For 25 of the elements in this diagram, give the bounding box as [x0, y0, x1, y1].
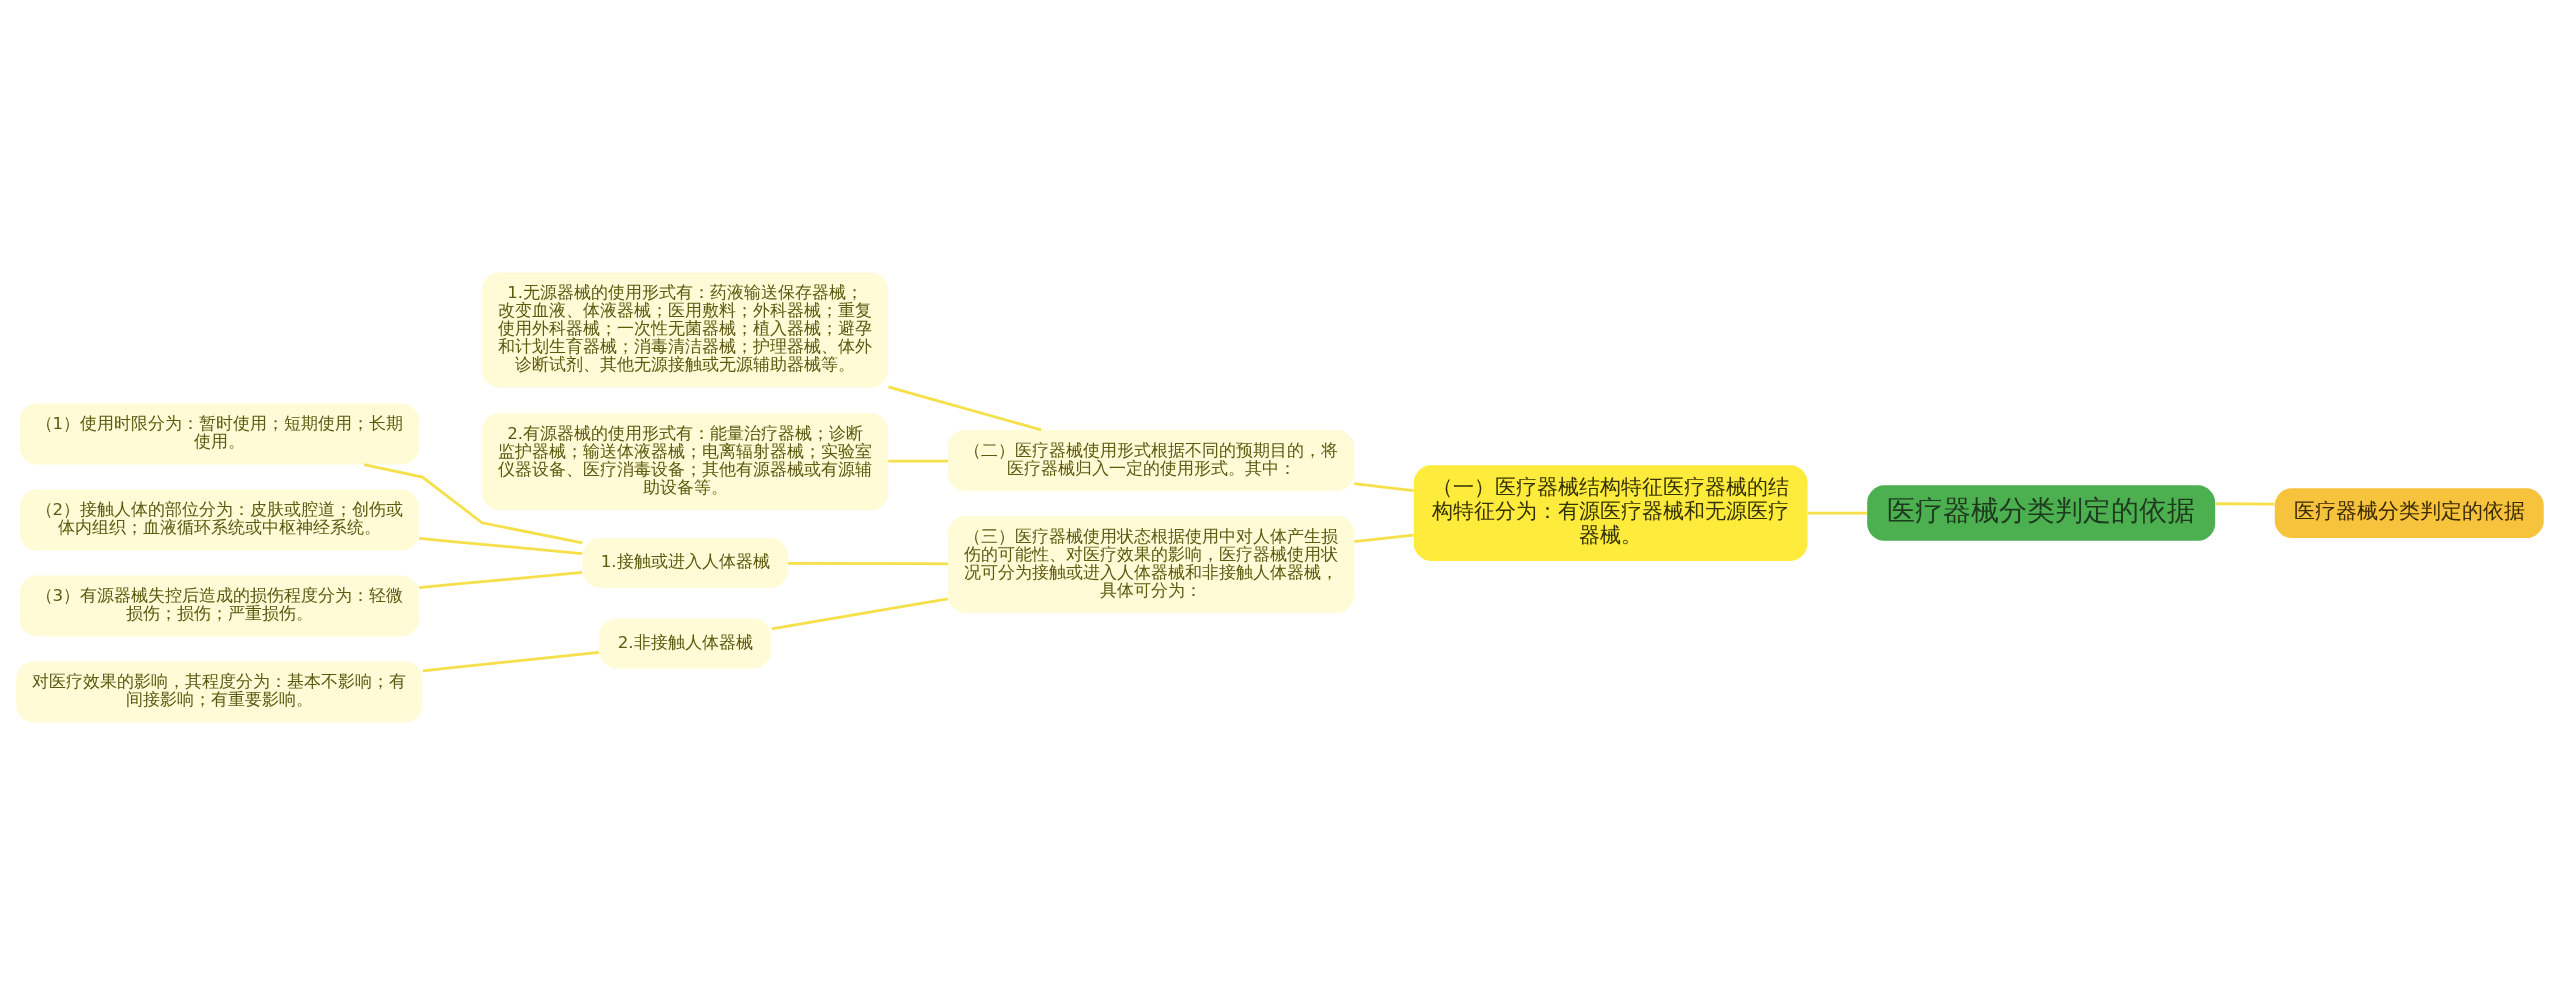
connector: [363, 463, 583, 545]
connector: [419, 571, 583, 589]
connector: [422, 650, 600, 673]
connector: [1354, 533, 1414, 544]
node-box: 2.有源器械的使用形式有：能量治疗器械；诊断监护器械；输送体液器械；电离辐射器械；实验室仪器设备、医疗消毒设备；其他有源器械或有源辅助设备等。: [482, 413, 889, 511]
connector: [1807, 511, 1868, 515]
node-box: （2）接触人体的部位分为：皮肤或腔道；创伤或体内组织；血液循环系统或中枢神经系统。: [19, 489, 419, 551]
node-box: （1）使用时限分为：暂时使用；短期使用；长期使用。: [19, 403, 419, 465]
node-box: （3）有源器械失控后造成的损伤程度分为：轻微损伤；损伤；严重损伤。: [19, 575, 419, 637]
node-box: （一）医疗器械结构特征医疗器械的结构特征分为：有源医疗器械和无源医疗器械。: [1413, 465, 1808, 561]
node-box: 医疗器械分类判定的依据: [1867, 485, 2216, 541]
node-box: （三）医疗器械使用状态根据使用中对人体产生损伤的可能性、对医疗效果的影响，医疗器械使用状况可分为接触或进入人体器械和非接触人体器械，具体可分为：: [947, 515, 1355, 613]
node-box: 医疗器械分类判定的依据: [2274, 488, 2544, 539]
connector: [771, 597, 949, 631]
connector: [888, 459, 948, 463]
node-box: （二）医疗器械使用形式根据不同的预期目的，将医疗器械归入一定的使用形式。其中：: [947, 429, 1355, 491]
node-box: 2.非接触人体器械: [599, 618, 772, 669]
node-box: 1.接触或进入人体器械: [582, 538, 788, 588]
node-box: 1.无源器械的使用形式有：药液输送保存器械；改变血液、体液器械；医用敷料；外科器械；重复使用外科器械；一次性无菌器械；植入器械；避孕和计划生育器械；消毒清洁器械；护理器械、体外诊断试剂、其他无源接触或无源辅助器械等。: [482, 272, 889, 388]
connector: [888, 385, 1042, 432]
connector: [787, 561, 948, 566]
connector: [419, 537, 583, 555]
connector: [2215, 502, 2275, 506]
node-box: 对医疗效果的影响，其程度分为：基本不影响；有间接影响；有重要影响。: [16, 661, 423, 723]
connector: [1354, 482, 1414, 492]
